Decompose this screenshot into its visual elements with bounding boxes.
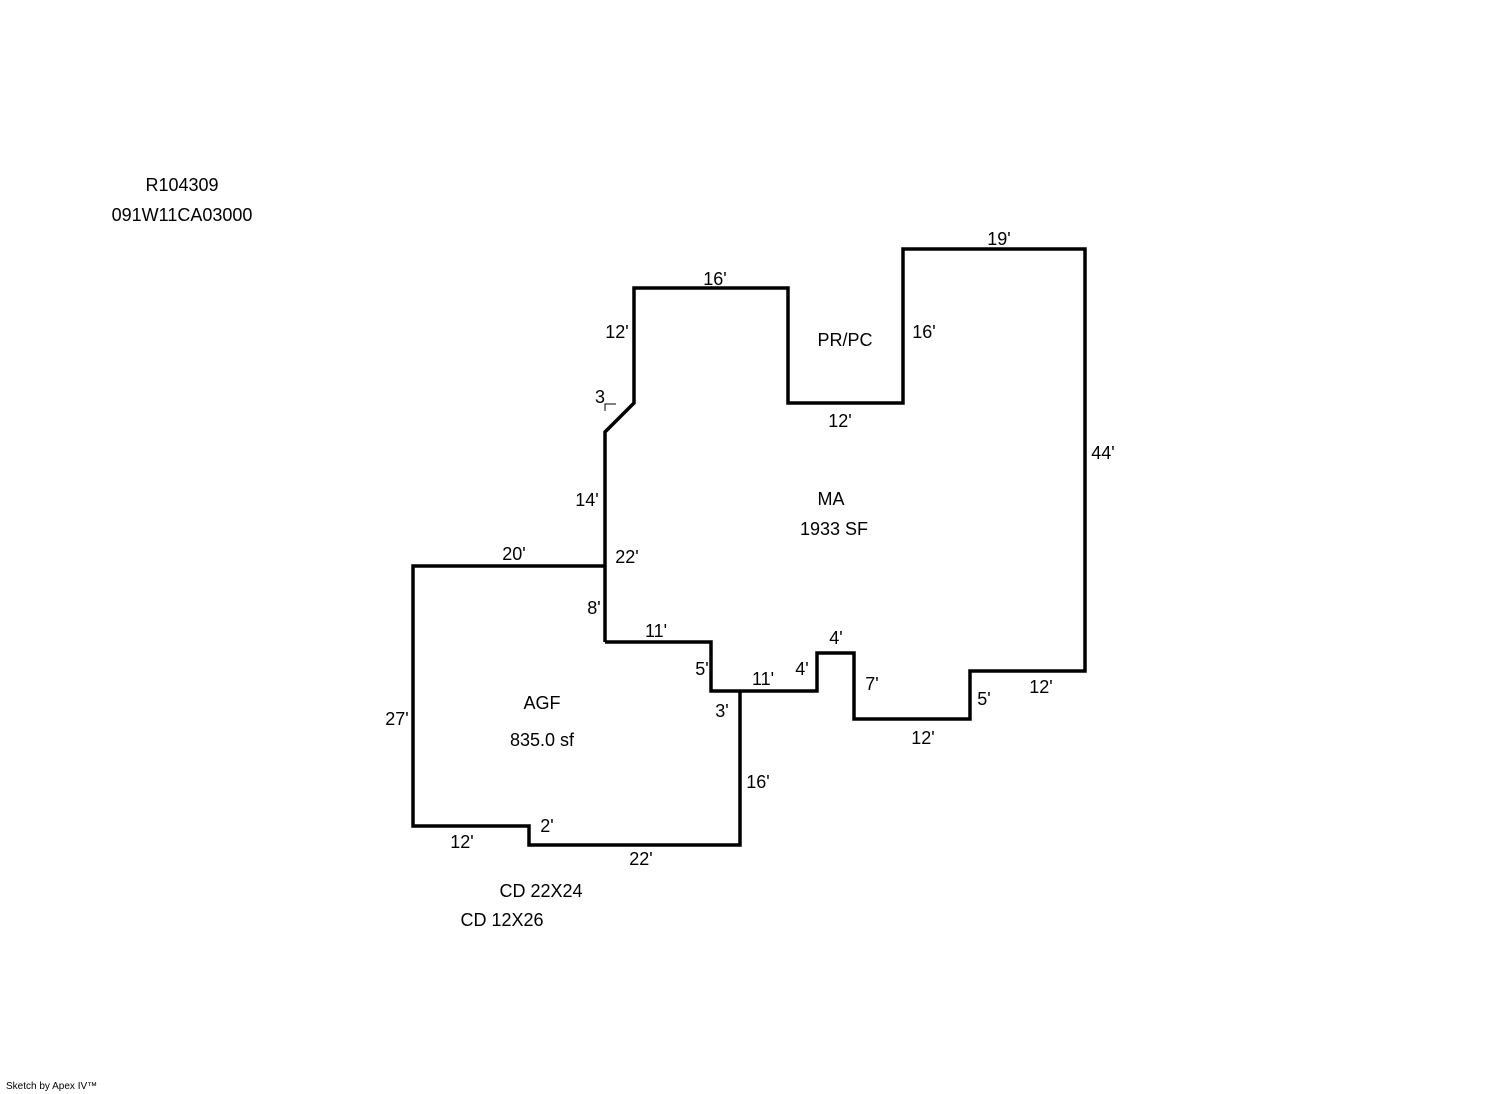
dimension-label: 27'	[385, 709, 409, 729]
dimension-label: 11'	[751, 669, 775, 689]
porch-label: PR/PC	[817, 330, 873, 350]
dimension-label: 4'	[795, 659, 809, 679]
main-area-label: MA	[817, 489, 845, 509]
dimension-label: 12'	[450, 832, 474, 852]
dimension-label: 3'	[715, 701, 729, 721]
note-deck-2: CD 12X26	[460, 910, 544, 930]
dimension-label: 12'	[911, 728, 935, 748]
dimension-label: 22'	[615, 547, 639, 567]
dimension-label: 7'	[865, 674, 879, 694]
dimension-label: 5'	[695, 659, 709, 679]
angle-marker	[604, 403, 616, 411]
note-deck-1: CD 22X24	[499, 881, 583, 901]
dimension-label: 16'	[912, 322, 936, 342]
dimension-label: 5'	[977, 689, 991, 709]
dimension-label: 3	[594, 387, 606, 407]
dimension-label: 12'	[605, 322, 629, 342]
dimension-label: 4'	[829, 628, 843, 648]
dimension-label: 16'	[746, 772, 770, 792]
dimension-label: 19'	[987, 229, 1011, 249]
garage-area-size: 835.0 sf	[509, 730, 575, 750]
account-id: R104309	[145, 175, 219, 195]
sketch-credit: Sketch by Apex IV™	[6, 1081, 98, 1092]
dimension-label: 8'	[587, 598, 601, 618]
main-area-size: 1933 SF	[799, 519, 869, 539]
dimension-label: 16'	[703, 269, 727, 289]
dimension-label: 11'	[644, 621, 668, 641]
main-area-outline	[603, 247, 1087, 721]
dimension-label: 22'	[629, 849, 653, 869]
garage-label: AGF	[523, 693, 561, 713]
dimension-label: 14'	[575, 490, 599, 510]
dimension-label: 12'	[1029, 677, 1053, 697]
dimension-label: 20'	[502, 544, 526, 564]
dimension-label: 44'	[1091, 443, 1115, 463]
parcel-id: 091W11CA03000	[111, 205, 253, 225]
dimension-label: 12'	[828, 411, 852, 431]
garage-outline	[411, 564, 742, 847]
dimension-label: 2'	[540, 816, 554, 836]
